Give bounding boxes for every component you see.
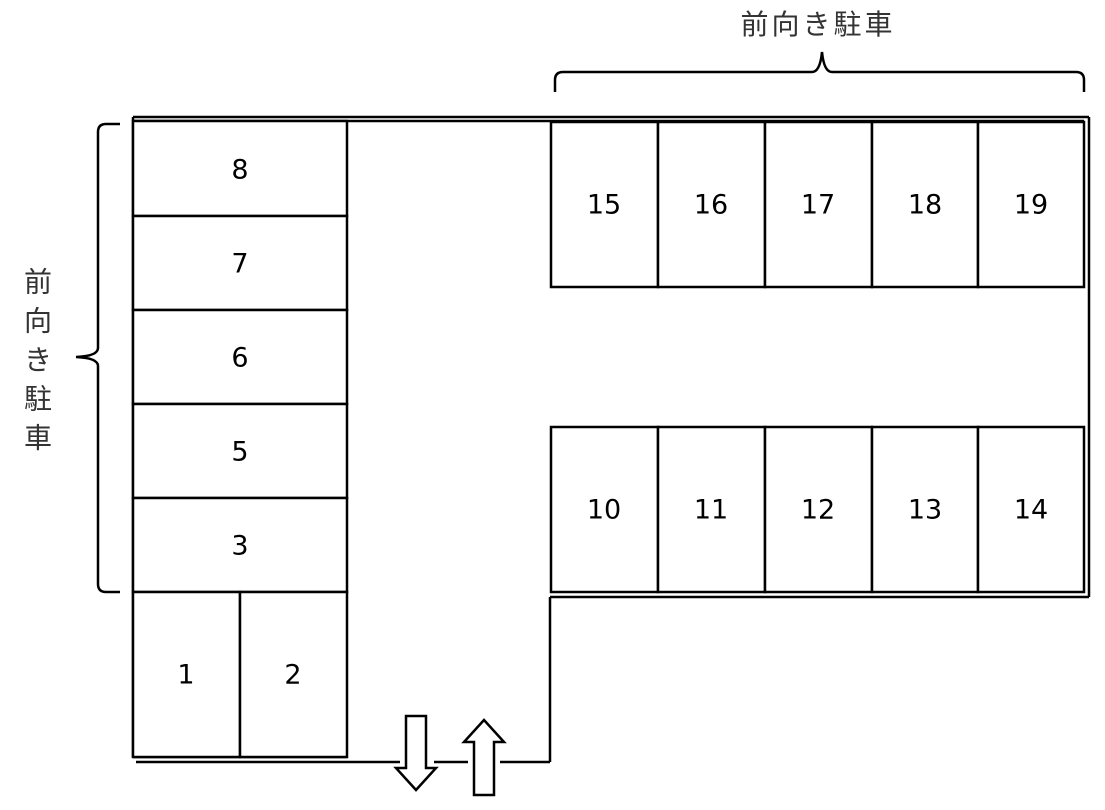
space-number: 16 — [694, 190, 728, 221]
space-number: 12 — [801, 495, 835, 526]
parking-space-10 — [549, 425, 660, 594]
space-number: 11 — [694, 495, 728, 526]
parking-space-5 — [131, 402, 349, 500]
top-label: 前向き駐車 — [740, 8, 895, 41]
left-label-char: 車 — [24, 422, 52, 455]
space-number: 13 — [908, 495, 942, 526]
bottom-pair-spaces: 1 2 — [131, 590, 349, 759]
parking-space-13 — [870, 425, 980, 594]
parking-space-8 — [131, 119, 349, 218]
parking-space-17 — [763, 120, 874, 289]
left-label-char: 駐 — [24, 383, 52, 416]
parking-space-2 — [238, 590, 349, 759]
space-number: 7 — [231, 249, 248, 280]
parking-space-14 — [976, 425, 1086, 594]
parking-space-15 — [549, 120, 660, 289]
space-number: 6 — [231, 343, 248, 374]
parking-space-18 — [870, 120, 980, 289]
space-number: 1 — [177, 660, 194, 691]
space-number: 15 — [587, 190, 621, 221]
space-number: 3 — [231, 531, 248, 562]
parking-space-7 — [131, 214, 349, 312]
left-column-spaces: 8 7 6 5 3 — [131, 119, 349, 594]
left-brace — [75, 122, 120, 594]
top-row-spaces: 15 16 17 18 19 — [549, 120, 1086, 289]
up-arrow-icon — [461, 718, 507, 797]
space-number: 17 — [801, 190, 835, 221]
space-number: 8 — [231, 155, 248, 186]
parking-space-12 — [763, 425, 874, 594]
parking-space-19 — [976, 120, 1086, 289]
space-number: 14 — [1014, 495, 1048, 526]
space-number: 5 — [231, 437, 248, 468]
parking-space-3 — [131, 496, 349, 594]
space-number: 18 — [908, 190, 942, 221]
left-label-char: き — [24, 344, 52, 377]
parking-space-16 — [656, 120, 767, 289]
left-label: 前 向 き 駐 車 — [24, 266, 52, 455]
left-label-char: 前 — [24, 266, 52, 299]
space-number: 10 — [587, 495, 621, 526]
space-number: 2 — [284, 660, 301, 691]
top-brace — [553, 51, 1086, 92]
space-number: 19 — [1014, 190, 1048, 221]
middle-row-spaces: 10 11 12 13 14 — [549, 425, 1086, 594]
parking-space-11 — [656, 425, 767, 594]
parking-space-1 — [131, 590, 242, 759]
down-arrow-icon — [393, 714, 439, 792]
left-label-char: 向 — [24, 305, 52, 338]
